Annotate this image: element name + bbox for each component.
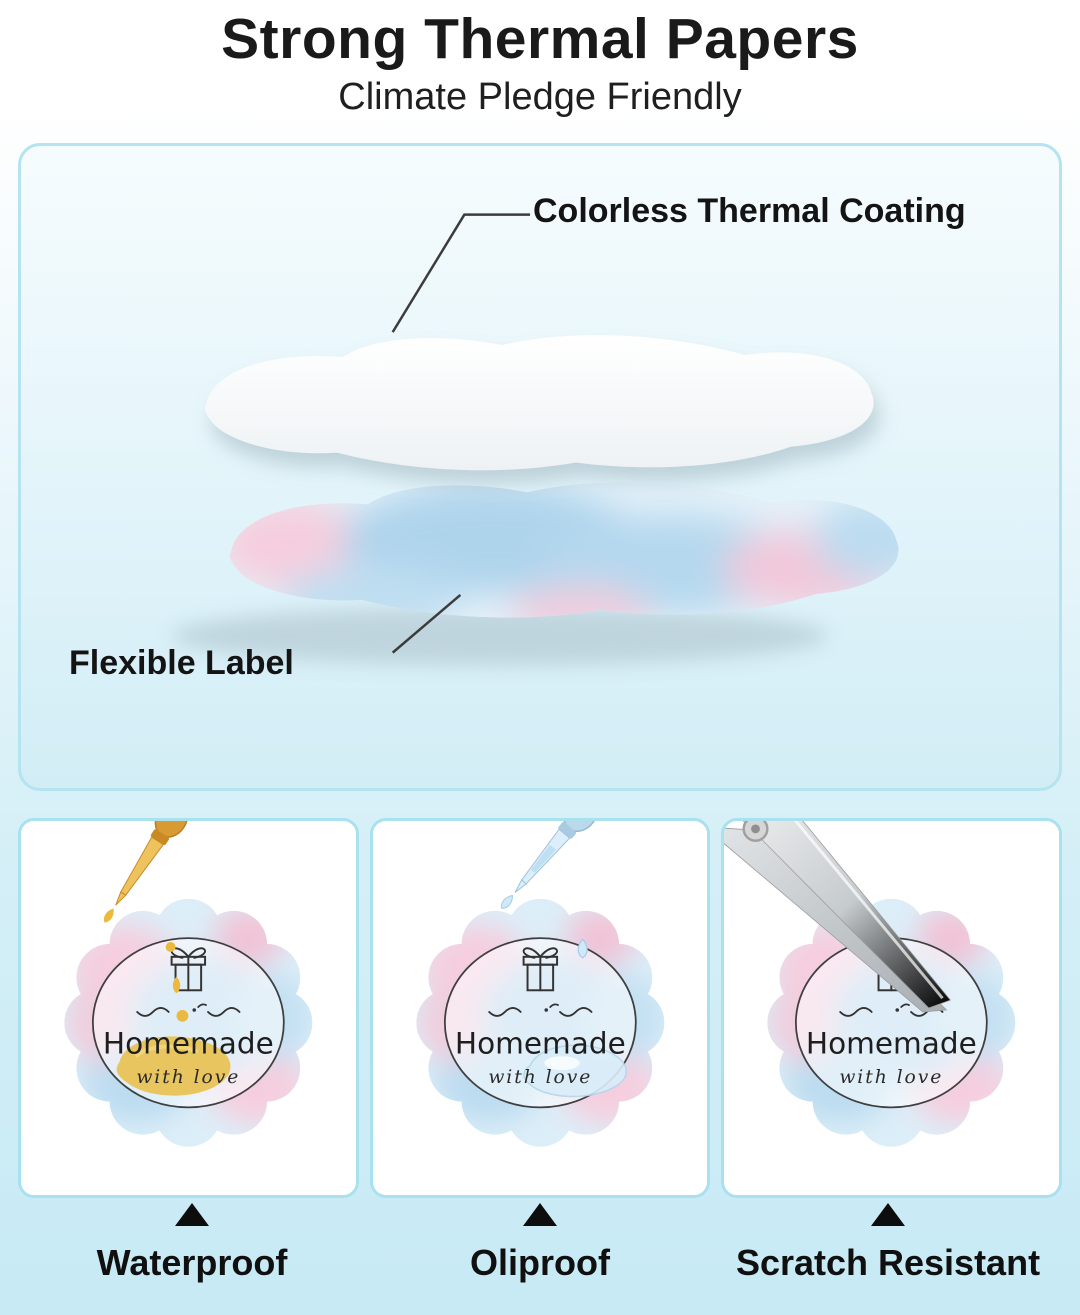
pointer-triangle-icon xyxy=(871,1203,905,1226)
sticker-text-with-love: with love xyxy=(488,1067,592,1088)
page-subtitle: Climate Pledge Friendly xyxy=(338,76,742,118)
scratch-resistant-graphic: Homemade with love xyxy=(724,821,1059,1195)
oil-drops xyxy=(165,942,189,1022)
oil-dropper-icon xyxy=(103,821,189,923)
sticker-graphic xyxy=(754,885,1030,1165)
sticker-text-homemade: Homemade xyxy=(455,1026,626,1060)
sticker-text-with-love: with love xyxy=(840,1067,944,1088)
water-puddle xyxy=(522,1044,627,1098)
water-drop xyxy=(577,938,588,959)
feature-label: Scratch Resistant xyxy=(735,1242,1041,1283)
feature-panels-row: Homemade with love Homemade xyxy=(18,818,1063,1198)
caption-oliproof: Oliproof xyxy=(366,1203,714,1284)
feature-panel-scratch-resistant: Homemade with love xyxy=(721,818,1063,1198)
layers-diagram-panel: Colorless Thermal Coating Flexible Label xyxy=(18,143,1062,791)
layers-diagram-graphic xyxy=(171,213,899,666)
feature-label: Oliproof xyxy=(470,1242,610,1283)
callout-line-coating xyxy=(391,213,531,333)
pointer-triangle-icon xyxy=(175,1203,209,1226)
thermal-coating-layer xyxy=(205,335,874,471)
feature-label: Waterproof xyxy=(96,1242,288,1283)
water-dropper-icon xyxy=(500,821,598,909)
oil-puddle xyxy=(116,1036,231,1096)
label-shadow xyxy=(171,605,829,666)
callout-flexible-label: Flexible Label xyxy=(69,644,294,682)
page-title: Strong Thermal Papers xyxy=(221,7,859,71)
waterproof-graphic: Homemade with love xyxy=(21,821,356,1195)
sticker-text-homemade: Homemade xyxy=(103,1026,274,1060)
pointer-triangle-icon xyxy=(523,1203,557,1226)
feature-panel-oliproof: Homemade with love xyxy=(369,818,711,1198)
blade-icon xyxy=(724,821,952,1013)
caption-waterproof: Waterproof xyxy=(18,1203,366,1284)
callout-line-label xyxy=(391,593,462,654)
sticker-text-homemade: Homemade xyxy=(806,1026,977,1060)
oliproof-graphic: Homemade with love xyxy=(373,821,708,1195)
caption-row: Waterproof Oliproof Scratch Resistant xyxy=(18,1203,1062,1284)
sticker-text-with-love: with love xyxy=(136,1067,240,1088)
sticker-graphic xyxy=(402,885,678,1165)
sticker-graphic xyxy=(51,885,327,1165)
caption-scratch-resistant: Scratch Resistant xyxy=(714,1203,1062,1284)
feature-panel-waterproof: Homemade with love xyxy=(18,818,359,1198)
callout-colorless-thermal-coating: Colorless Thermal Coating xyxy=(533,192,966,230)
